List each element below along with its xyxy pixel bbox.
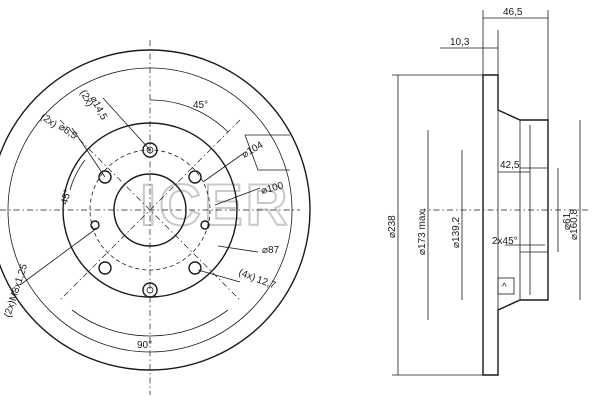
outer-disc-inner-edge (7, 67, 293, 353)
bolt-hole-lower-left (98, 261, 112, 275)
bolt-hole-top-inner (146, 146, 154, 154)
watermark: ICER (139, 134, 291, 239)
side-view: ^ 46,5 10,3 42,5 2x45° ⌀238 ⌀173 max. ⌀1… (387, 7, 590, 376)
angle-arc-left (69, 159, 86, 191)
angle-left-label: 45° (59, 188, 74, 205)
thread-label: 12,7 (255, 274, 277, 291)
leader-dia-104 (202, 152, 245, 183)
leader-side-thread (19, 227, 98, 286)
bolt-hole-lower-right (188, 261, 202, 275)
angle-arc-bottom (71, 309, 229, 337)
dia-61-label: ⌀61 (562, 212, 573, 230)
leader-hole-6 (71, 127, 106, 178)
angle-bottom-label: 90° (137, 340, 152, 351)
dia-139-label: ⌀139,2 (451, 217, 462, 248)
bolt-hole-upper-left (98, 170, 112, 184)
width-total-label: 46,5 (503, 7, 523, 18)
leader-dia-100 (214, 187, 261, 206)
angle-arc-top (149, 99, 229, 133)
runout-symbol-box (497, 277, 515, 295)
bolt-hole-top (142, 142, 158, 158)
thickness-label: 10,3 (450, 37, 470, 48)
dia-238-label: ⌀238 (387, 215, 398, 238)
leader-dia-87 (217, 245, 259, 253)
watermark-swoosh (244, 134, 290, 171)
diagonal-center-line-2 (59, 119, 241, 301)
leader-hole-14 (102, 97, 151, 151)
outer-disc-edge (0, 49, 311, 371)
dia-160-label: ⌀160,8 (569, 209, 580, 240)
watermark-text: ICER (140, 173, 291, 238)
thread-note-label: (4x) (237, 267, 257, 283)
bolts-dia-label: ⌀6,5 (56, 121, 79, 142)
leader-thread (197, 269, 241, 283)
bolt-hole-bottom (142, 282, 158, 298)
chamfer-label: 2x45° (492, 236, 518, 247)
hub-depth-label: 42,5 (500, 160, 520, 171)
disc-profile-outline (482, 74, 549, 376)
center-bore (113, 173, 187, 247)
holes-dia-label: ⌀14,5 (87, 94, 109, 122)
angle-top-label: 45° (193, 100, 208, 111)
bolts-note-label: (2x) (38, 111, 58, 130)
dia-173-label: ⌀173 max. (417, 208, 428, 255)
dia-104-label: ⌀104 (240, 140, 266, 161)
small-hole-right (200, 220, 210, 230)
runout-symbol: ^ (502, 282, 507, 293)
bolt-hole-upper-right (188, 170, 202, 184)
bolt-hole-bottom-inner (146, 286, 154, 294)
dia-87-label: ⌀87 (262, 245, 280, 256)
small-hole-left (90, 220, 100, 230)
